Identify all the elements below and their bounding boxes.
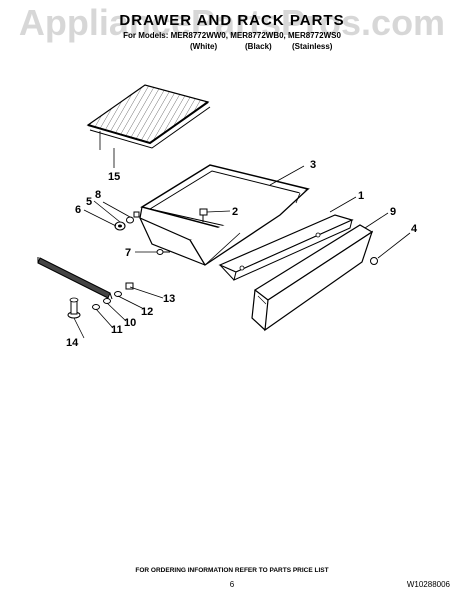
page-title: DRAWER AND RACK PARTS xyxy=(119,12,345,29)
leader-lines xyxy=(73,148,411,339)
drawer-slide-rail xyxy=(37,257,113,300)
drawer-outer-panel xyxy=(251,224,374,332)
callout-5: 5 xyxy=(86,196,92,208)
callout-3: 3 xyxy=(310,159,316,171)
callout-9: 9 xyxy=(390,206,396,218)
variant-white: (White) xyxy=(190,42,218,51)
callout-13: 13 xyxy=(163,293,175,305)
callout-15: 15 xyxy=(108,171,120,183)
variant-black: (Black) xyxy=(245,42,272,51)
callout-10: 10 xyxy=(124,317,136,329)
callout-7: 7 xyxy=(125,247,131,259)
callout-4: 4 xyxy=(411,223,418,235)
models-line: For Models: MER8772WW0, MER8772WB0, MER8… xyxy=(123,31,341,40)
callout-8: 8 xyxy=(95,189,101,201)
document-number: W10288006 xyxy=(406,580,450,589)
callout-11: 11 xyxy=(111,324,123,336)
oven-rack xyxy=(86,84,211,150)
callout-labels: 15 3 1 2 9 4 8 5 6 7 13 12 10 11 14 xyxy=(66,159,418,349)
variant-stainless: (Stainless) xyxy=(292,42,333,51)
callout-14: 14 xyxy=(66,337,79,349)
drawer-front-panel xyxy=(218,214,354,281)
callout-2: 2 xyxy=(232,206,238,218)
callout-12: 12 xyxy=(141,306,153,318)
callout-1: 1 xyxy=(358,190,364,202)
stud-hardware xyxy=(114,211,140,231)
drawer-body xyxy=(139,164,310,266)
knob-part xyxy=(370,257,378,265)
watermark: AppliancePartsPros.com xyxy=(18,2,446,43)
callout-6: 6 xyxy=(75,204,81,216)
roller-part xyxy=(67,297,81,319)
page-number: 6 xyxy=(229,580,235,589)
ordering-info-footer: FOR ORDERING INFORMATION REFER TO PARTS … xyxy=(135,567,329,574)
